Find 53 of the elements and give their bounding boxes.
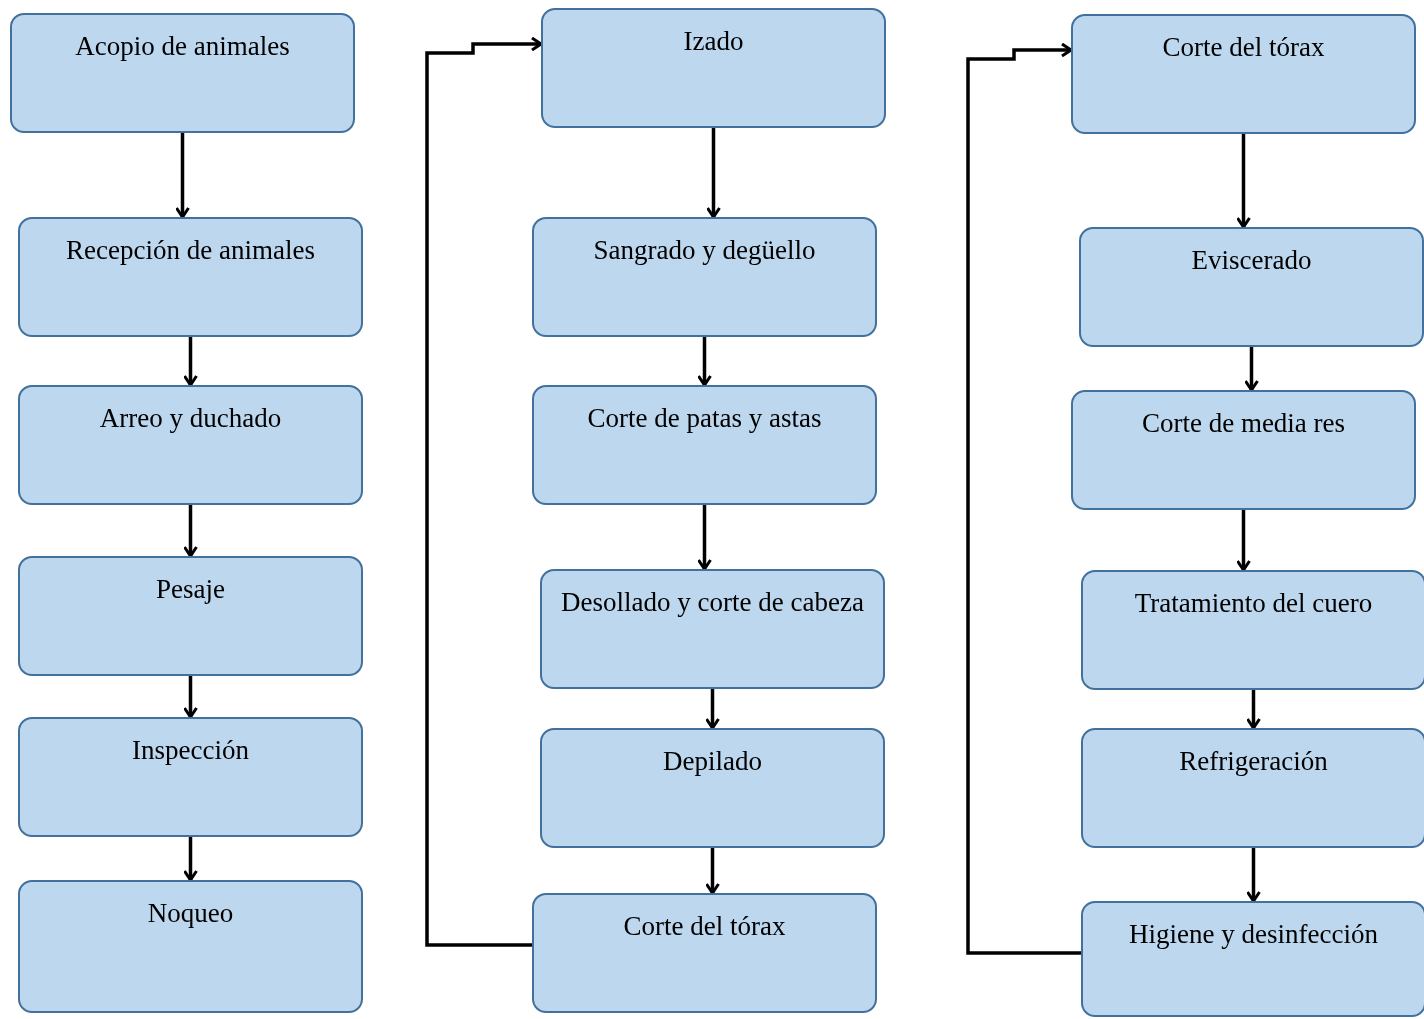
step-label: Izado [683,25,744,58]
step-label: Acopio de animales [75,30,290,63]
process-box [18,385,363,505]
arrow [706,128,721,219]
arrow [966,42,1081,955]
step-label: Inspección [132,734,249,767]
arrow [183,337,198,387]
step-label: Corte de media res [1141,407,1346,440]
process-box [540,728,885,848]
step-label: Eviscerado [1191,244,1312,277]
step-label: Corte del tórax [623,910,786,943]
process-box [1071,390,1416,510]
step-label: Noqueo [147,897,234,930]
process-box [18,717,363,837]
step-label: Corte de patas y astas [587,402,822,435]
step-label: Tratamiento del cuero [1134,587,1373,620]
process-box [10,13,355,133]
process-box [18,556,363,676]
process-box [18,217,363,337]
process-box [541,8,886,128]
arrow [1236,134,1251,229]
arrow [183,505,198,558]
step-label: Higiene y desinfección [1129,918,1378,951]
process-box [1079,227,1424,347]
arrow [705,689,720,730]
arrow [697,505,712,571]
process-box [18,880,363,1013]
step-label: Sangrado y degüello [593,234,816,267]
step-label: Recepción de animales [66,234,315,267]
process-box [1081,570,1424,690]
process-box [540,569,885,689]
arrow [1236,510,1251,572]
step-label: Pesaje [156,573,225,606]
process-box [532,217,877,337]
arrow [1246,690,1261,730]
step-label: Desollado y corte de cabeza [561,586,864,619]
arrow [697,337,712,387]
arrow [1246,848,1261,903]
arrow [183,837,198,882]
arrow [705,848,720,895]
step-label: Depilado [663,745,762,778]
arrow [425,36,543,947]
arrow [1244,347,1259,392]
arrow [175,133,190,219]
arrow [183,676,198,719]
process-box [1071,14,1416,134]
step-label: Arreo y duchado [99,402,282,435]
process-box [1081,728,1424,848]
process-box [532,385,877,505]
step-label: Corte del tórax [1162,31,1325,64]
process-box [532,893,877,1013]
step-label: Refrigeración [1179,745,1328,778]
process-box [1081,901,1424,1017]
